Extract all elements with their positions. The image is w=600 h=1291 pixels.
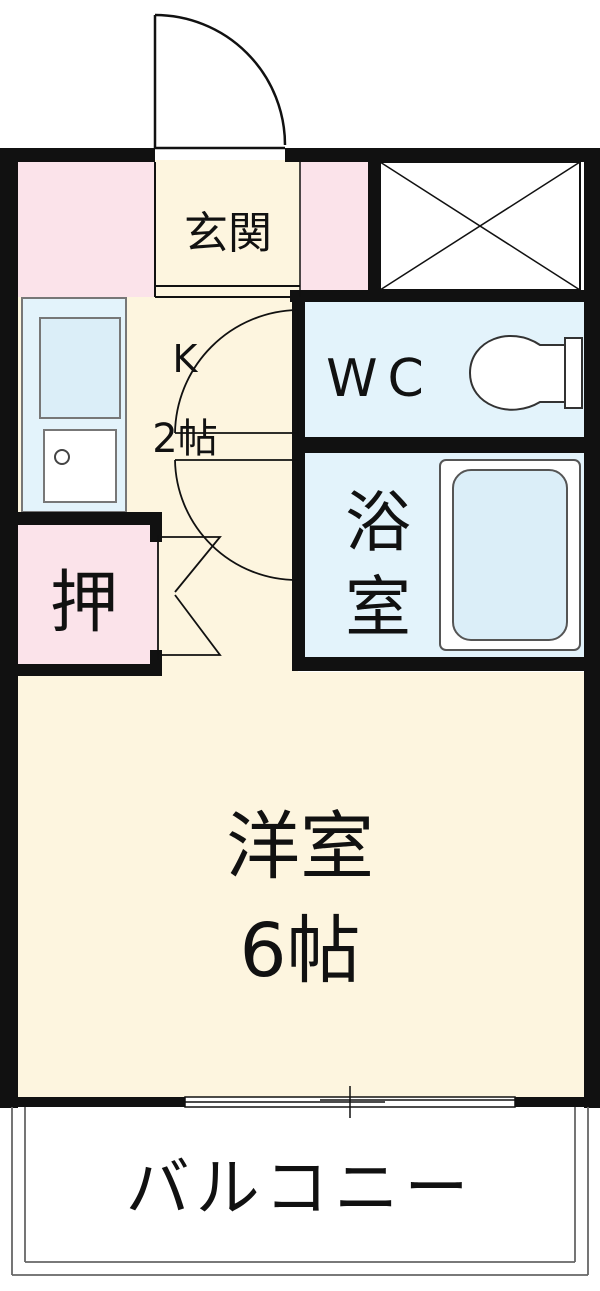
wc-door — [174, 309, 299, 437]
balcony-railing — [11, 1107, 589, 1276]
bath-label-1: 浴 — [345, 484, 411, 561]
bath-door — [174, 459, 299, 581]
genkan-label: 玄関 — [184, 208, 272, 259]
walls — [0, 148, 600, 1108]
closet-doors — [157, 535, 222, 660]
closet-label: 押 — [50, 564, 118, 643]
balcony-label: バルコニー — [126, 1152, 475, 1226]
pink-area-right — [300, 160, 368, 297]
entrance-door — [153, 13, 287, 150]
toilet-icon — [468, 335, 583, 411]
bathtub-icon — [439, 459, 581, 651]
wc-label: WC — [326, 349, 434, 409]
kitchen-size-label: 2帖 — [152, 416, 217, 462]
kitchen-sink-icon — [39, 317, 121, 503]
balcony-floor — [18, 1105, 584, 1265]
pink-area-left — [18, 160, 155, 297]
western-room-size: 6帖 — [239, 908, 360, 994]
window — [184, 1086, 516, 1118]
western-room-label: 洋室 — [226, 804, 374, 890]
genkan-floor — [155, 160, 300, 297]
western-room-floor — [18, 672, 584, 1097]
closet-floor — [18, 525, 158, 670]
storage-box — [379, 161, 581, 291]
bath-label-2: 室 — [345, 569, 411, 646]
kitchen-label: K — [173, 337, 199, 381]
